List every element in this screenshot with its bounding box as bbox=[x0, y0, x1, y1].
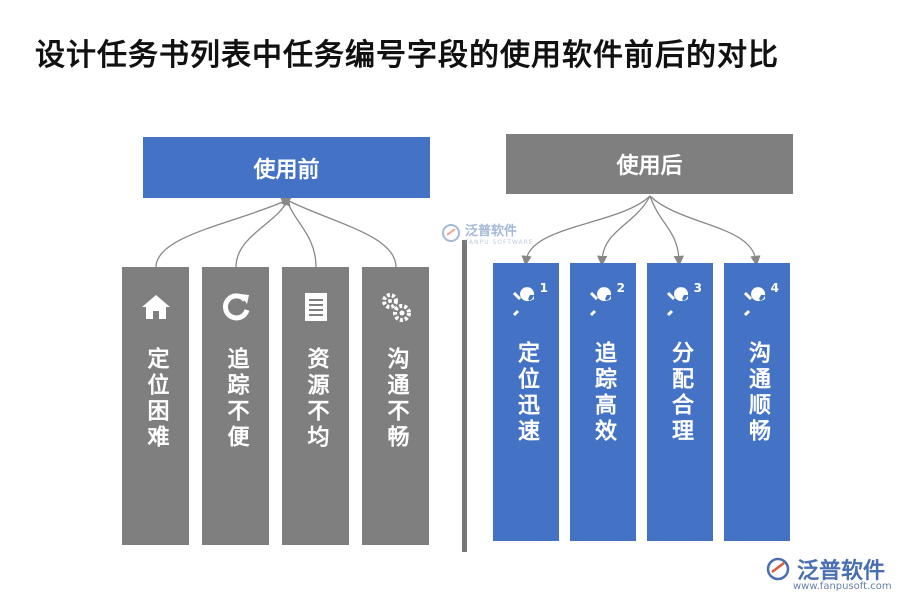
wrench-icon: 1 bbox=[508, 281, 548, 321]
center-watermark-brand: 泛普软件 bbox=[465, 224, 518, 239]
connector-after-3 bbox=[649, 195, 685, 267]
document-icon bbox=[298, 289, 334, 325]
brand-logo-icon bbox=[766, 557, 790, 581]
gears-icon bbox=[378, 289, 414, 325]
connector-after-1 bbox=[521, 195, 651, 267]
bottom-watermark: 泛普软件 www.fanpusoft.com bbox=[765, 553, 892, 592]
bottom-watermark-brand: 泛普软件 bbox=[797, 559, 886, 584]
refresh-icon bbox=[218, 289, 254, 325]
after-item-3: 3 分配合理 bbox=[647, 263, 713, 541]
item-number: 1 bbox=[539, 281, 548, 295]
item-number: 3 bbox=[693, 281, 702, 295]
connector-after-4 bbox=[649, 195, 761, 267]
connector-before-2 bbox=[235, 195, 291, 268]
after-header: 使用后 bbox=[506, 134, 793, 194]
before-item-4: 沟通不畅 bbox=[362, 267, 429, 545]
bottom-watermark-url: www.fanpusoft.com bbox=[793, 581, 892, 592]
before-item-label: 资源不均 bbox=[303, 347, 329, 451]
before-item-label: 追踪不便 bbox=[223, 347, 249, 451]
connector-after-2 bbox=[596, 195, 651, 267]
before-item-3: 资源不均 bbox=[282, 267, 349, 545]
wrench-icon: 2 bbox=[585, 281, 625, 321]
after-item-label: 追踪高效 bbox=[591, 341, 616, 445]
after-item-4: 4 沟通顺畅 bbox=[724, 263, 790, 541]
brand-logo-icon bbox=[442, 224, 460, 242]
before-item-label: 定位困难 bbox=[143, 347, 169, 451]
connector-before-4 bbox=[286, 199, 397, 268]
divider bbox=[462, 240, 467, 552]
center-watermark-sub: FANPU SOFTWARE bbox=[465, 239, 534, 246]
connector-before-1 bbox=[155, 197, 292, 268]
center-watermark: 泛普软件 FANPU SOFTWARE bbox=[441, 220, 534, 246]
home-icon bbox=[138, 289, 174, 325]
before-item-label: 沟通不畅 bbox=[383, 347, 409, 451]
after-item-label: 沟通顺畅 bbox=[745, 341, 770, 445]
before-header: 使用前 bbox=[143, 137, 430, 198]
before-item-2: 追踪不便 bbox=[202, 267, 269, 545]
item-number: 2 bbox=[616, 281, 625, 295]
wrench-icon: 4 bbox=[739, 281, 779, 321]
after-item-1: 1 定位迅速 bbox=[493, 263, 559, 541]
page-title: 设计任务书列表中任务编号字段的使用软件前后的对比 bbox=[35, 38, 779, 73]
wrench-icon: 3 bbox=[662, 281, 702, 321]
after-item-2: 2 追踪高效 bbox=[570, 263, 636, 541]
after-item-label: 分配合理 bbox=[668, 341, 693, 445]
item-number: 4 bbox=[770, 281, 779, 295]
connector-before-3 bbox=[286, 199, 317, 268]
before-item-1: 定位困难 bbox=[122, 267, 189, 545]
after-item-label: 定位迅速 bbox=[514, 341, 539, 445]
